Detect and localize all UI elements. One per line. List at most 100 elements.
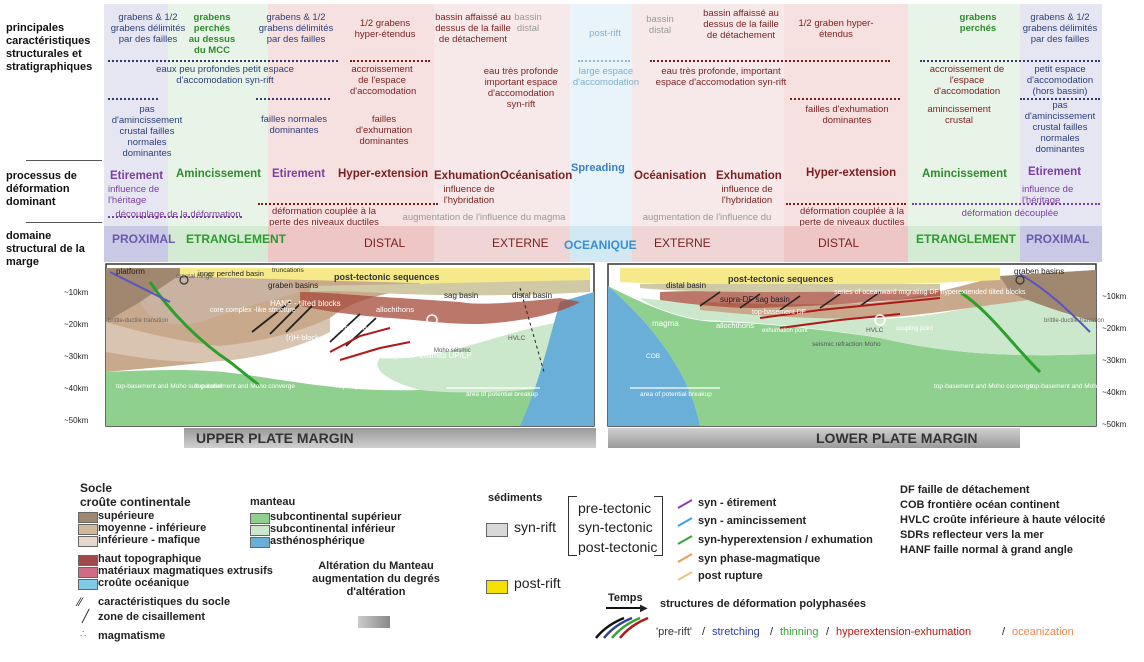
- legend-seq-sep: /: [770, 626, 774, 638]
- process-note: influence de l'héritage: [1022, 184, 1074, 206]
- char-text: amincissement crustal: [927, 104, 991, 126]
- domain-proximal-right: PROXIMAL: [1026, 232, 1090, 246]
- section-label: inner perched basin: [198, 269, 264, 278]
- legend-item: caractéristiques du socle: [98, 596, 231, 608]
- legend-swatch: [78, 555, 98, 566]
- section-label: supra-DF sag basin: [720, 295, 790, 304]
- process-spreading: Spreading: [571, 162, 625, 174]
- char-text: 1/2 graben hyper-étendus: [798, 18, 874, 40]
- legend-swatch: [250, 537, 270, 548]
- legend-item: pre-tectonic: [578, 500, 652, 516]
- char-text: petit espace d'accomodation (hors bassin…: [1026, 64, 1094, 97]
- legend-item: syn phase-magmatique: [698, 553, 821, 565]
- legend-socle-title: Socle: [80, 481, 113, 495]
- section-label: top-basement and Moho sub-parallel: [1030, 383, 1136, 390]
- legend-swatch: [250, 525, 270, 536]
- alteration-arrow-icon: [358, 616, 390, 628]
- depth-label: ~30km: [1102, 356, 1127, 365]
- legend-item: matériaux magmatiques extrusifs: [98, 565, 273, 577]
- section-label: exhumation point: [762, 328, 808, 334]
- legend-abbr: HANF faille normal à grand angle: [900, 544, 1073, 556]
- char-text: failles normales dominantes: [261, 114, 327, 136]
- accommodation-arrow: [920, 60, 1100, 62]
- depth-label: ~40km: [64, 384, 89, 393]
- legend-seq-sep: /: [1002, 626, 1006, 638]
- char-text: grabens perchés: [959, 12, 997, 34]
- section-label: HVLC: [866, 327, 884, 334]
- section-label: top-basement DF: [752, 309, 806, 316]
- process-arrow: [258, 203, 438, 205]
- time-arrow-head-icon: ▶: [640, 603, 648, 614]
- legend-swatch: [78, 567, 98, 578]
- column-externe-right: [632, 4, 784, 262]
- legend-bracket: [568, 496, 577, 556]
- section-label: distal basin: [666, 281, 706, 290]
- legend-item: asthénosphérique: [270, 535, 365, 547]
- legend-item: haut topographique: [98, 553, 202, 565]
- depth-label: ~50km: [1102, 420, 1127, 429]
- column-distal-left: [268, 4, 434, 262]
- legend-croute-title: croûte continentale: [80, 495, 191, 509]
- domain-band-externe-left: [434, 226, 570, 262]
- upper-plate-title-bar: [184, 428, 596, 448]
- legend-polyphase: structures de déformation polyphasées: [660, 598, 866, 610]
- legend-sediments-title: sédiments: [488, 492, 543, 504]
- section-label: magma: [652, 319, 679, 328]
- legend-abbr: COB frontière océan continent: [900, 499, 1060, 511]
- char-text: bassin distal: [514, 12, 542, 34]
- char-text: failles d'exhumation dominantes: [805, 104, 889, 126]
- section-label: exhumation point: [424, 328, 470, 334]
- legend-item: subcontinental inférieur: [270, 523, 396, 535]
- column-proximal-left: [104, 4, 168, 262]
- process-amincissement-left: Amincissement: [176, 168, 262, 180]
- depth-label: ~30km: [64, 352, 89, 361]
- deformation-arrow: [256, 98, 330, 100]
- upper-plate-title: UPPER PLATE MARGIN: [196, 430, 354, 446]
- legend-manteau-title: manteau: [250, 496, 296, 508]
- domain-oceanique: OCEANIQUE: [564, 238, 637, 252]
- section-label: major DF delimits UP/LP: [384, 351, 472, 360]
- domain-externe-right: EXTERNE: [654, 236, 711, 250]
- legend-magma-icon: ∴: [80, 629, 87, 640]
- legend-item: zone de cisaillement: [98, 611, 205, 623]
- section-label: coupling point: [896, 326, 933, 332]
- section-label: graben basins: [268, 281, 318, 290]
- legend-seq-oceanization: oceanization: [1012, 626, 1074, 638]
- depth-label: ~10km: [1102, 292, 1127, 301]
- column-distal-right: [784, 4, 908, 262]
- domain-band-etr-right: [908, 226, 1020, 262]
- legend-swatch: [78, 512, 98, 523]
- column-externe-left: [434, 4, 570, 262]
- legend-item: syn-hyperextension / exhumation: [698, 534, 873, 546]
- depth-label: ~20km: [64, 320, 89, 329]
- lower-plate-title-bar: [608, 428, 1020, 448]
- legend-item: post-rift: [514, 575, 561, 591]
- domain-proximal-left: PROXIMAL: [112, 232, 176, 246]
- depth-label: ~10km: [64, 288, 89, 297]
- legend-seq-hyperextension: hyperextension-exhumation: [836, 626, 972, 638]
- legend-item: post rupture: [698, 570, 763, 582]
- process-note: influence de l'hybridation: [721, 184, 773, 206]
- char-text: failles d'exhumation dominantes: [355, 114, 413, 147]
- section-label: sag basin: [444, 291, 478, 300]
- row-divider: [26, 160, 102, 161]
- legend-bracket: [654, 496, 663, 556]
- char-text: eaux peu profondes petit espace d'accomo…: [156, 64, 294, 86]
- process-note: augmentation de l'influence du magma: [402, 212, 566, 223]
- process-note: influence de l'héritage: [108, 184, 160, 206]
- char-text: accroissement de l'espace d'accomodation: [929, 64, 1005, 97]
- legend-item: subcontinental supérieur: [270, 511, 402, 523]
- depth-label: ~20km: [1102, 324, 1127, 333]
- legend-alteration: Altération du Manteau augmentation du de…: [312, 560, 440, 598]
- domain-band-etr-left: [168, 226, 268, 262]
- char-text: 1/2 grabens hyper-étendus: [354, 18, 416, 40]
- legend-item: syn - amincissement: [698, 515, 807, 527]
- legend-seq-pre: 'pre-rift': [656, 626, 692, 638]
- char-text: bassin affaissé au dessus de la faille d…: [435, 12, 511, 45]
- legend-swatch: [78, 524, 98, 535]
- deformation-arrow: [790, 98, 900, 100]
- process-note: découplage de la déformation: [115, 209, 241, 220]
- legend-polyphase-lines: [595, 616, 649, 639]
- legend-item: post-tectonic: [578, 539, 658, 555]
- legend-basement-icon: ⁄⁄: [78, 595, 83, 609]
